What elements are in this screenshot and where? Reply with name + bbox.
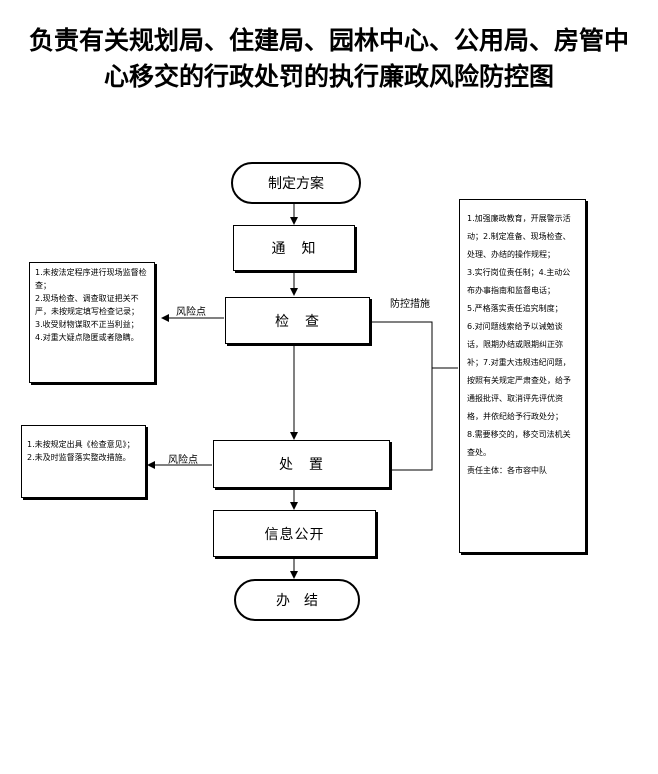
- responsible-entity: 责任主体：各市容中队: [467, 466, 547, 475]
- notify-label: 通 知: [271, 241, 317, 257]
- start-terminal: 制定方案: [231, 162, 361, 204]
- notify-box: 通 知: [233, 225, 355, 271]
- finish-label: 办 结: [276, 593, 318, 609]
- publish-label: 信息公开: [264, 526, 325, 543]
- page-title-line-1: 负责有关规划局、住建局、园林中心、公用局、房管中: [28, 26, 629, 55]
- measure-item: 8.需要移交的，移交司法机关查处。: [467, 430, 571, 457]
- risk-item: 1.未按法定程序进行现场监督检查；: [35, 268, 147, 290]
- handle-box: 处 置: [213, 440, 390, 488]
- risk-point-label-inspection: 风险点: [176, 307, 206, 318]
- control-measures-box: 1.加强廉政教育，开展警示活动；2.制定准备、现场检查、处理、办结的操作规程； …: [459, 199, 586, 553]
- measure-item: 5.严格落实责任追究制度；: [467, 304, 563, 313]
- risk-point-label-handling: 风险点: [168, 455, 198, 466]
- bracket-control: [370, 321, 433, 471]
- control-measures-label: 防控措施: [390, 299, 430, 310]
- risk-item: 4.对重大疑点隐匿或者隐瞒。: [35, 333, 139, 342]
- risk-item: 2.未及时监督落实整改措施。: [27, 453, 131, 462]
- inspect-box: 检 查: [225, 297, 370, 344]
- inspect-label: 检 查: [275, 313, 320, 330]
- measure-item: 1.加强廉政教育，开展警示活动；2.制定准备、现场检查、处理、办结的操作规程；: [467, 214, 571, 259]
- risk-box-inspection: 1.未按法定程序进行现场监督检查； 2.现场检查、调查取证把关不严，未按规定填写…: [29, 262, 155, 383]
- risk-item: 2.现场检查、调查取证把关不严，未按规定填写检查记录；: [35, 294, 139, 316]
- risk-box-handling: 1.未按规定出具《检查意见》； 2.未及时监督落实整改措施。: [21, 425, 146, 498]
- measure-item: 3.实行岗位责任制；4.主动公布办事指南和监督电话；: [467, 268, 571, 295]
- measure-item: 6.对问题线索给予以诫勉谈话，限期办结或限期纠正弥补；7.对重大违规违纪问题，按…: [467, 322, 571, 421]
- start-label: 制定方案: [268, 176, 324, 192]
- page-title-line-2: 心移交的行政处罚的执行廉政风险防控图: [103, 62, 554, 91]
- risk-item: 3.收受财物谋取不正当利益；: [35, 320, 139, 329]
- risk-item: 1.未按规定出具《检查意见》；: [27, 440, 135, 449]
- handle-label: 处 置: [279, 457, 324, 473]
- publish-box: 信息公开: [213, 510, 376, 557]
- finish-terminal: 办 结: [234, 579, 360, 621]
